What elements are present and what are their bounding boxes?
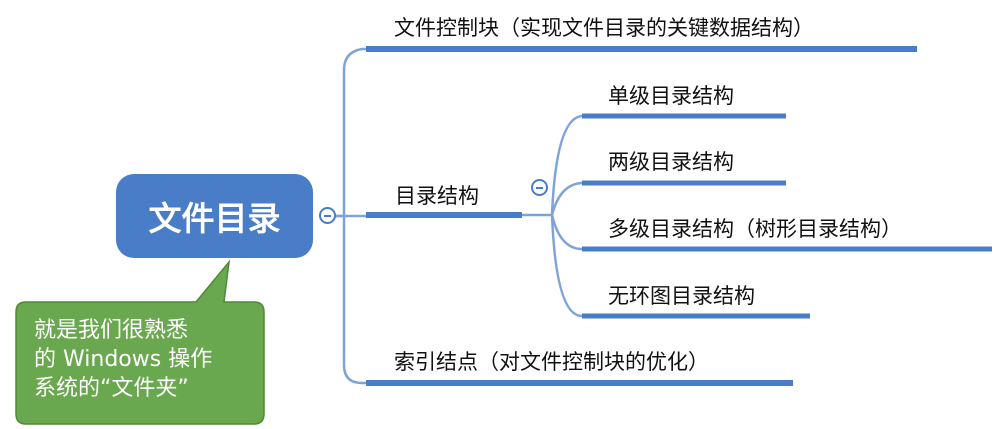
root-node[interactable]: 文件目录 — [116, 174, 313, 258]
child-single-level[interactable]: 单级目录结构 — [608, 84, 734, 108]
root-node-label: 文件目录 — [148, 199, 281, 238]
callout-line: 的 Windows 操作 — [34, 347, 213, 372]
child-multi-level[interactable]: 多级目录结构（树形目录结构） — [608, 217, 902, 241]
callout-line: 就是我们很熟悉 — [34, 318, 189, 343]
collapse-toggle-icon[interactable] — [531, 179, 548, 196]
connector-to-two-level — [550, 181, 583, 216]
branch-index-node[interactable]: 索引结点（对文件控制块的优化） — [394, 350, 709, 374]
child-acyclic-graph[interactable]: 无环图目录结构 — [608, 284, 755, 308]
collapse-toggle-icon[interactable] — [319, 207, 336, 224]
branch-directory-structure[interactable]: 目录结构 — [395, 184, 479, 208]
callout-bubble — [15, 259, 265, 425]
connector-to-multi-level — [550, 214, 583, 251]
child-two-level[interactable]: 两级目录结构 — [608, 150, 734, 174]
connector-root-to-file-control-block — [328, 47, 366, 218]
callout-line: 系统的“文件夹” — [34, 376, 189, 401]
connector-root-to-index-node — [342, 216, 366, 385]
connector-to-acyclic-graph — [550, 214, 583, 318]
connector-to-single-level — [522, 114, 583, 217]
branch-file-control-block[interactable]: 文件控制块（实现文件目录的关键数据结构） — [394, 16, 814, 40]
callout-text: 就是我们很熟悉 的 Windows 操作 系统的“文件夹” — [34, 316, 258, 403]
